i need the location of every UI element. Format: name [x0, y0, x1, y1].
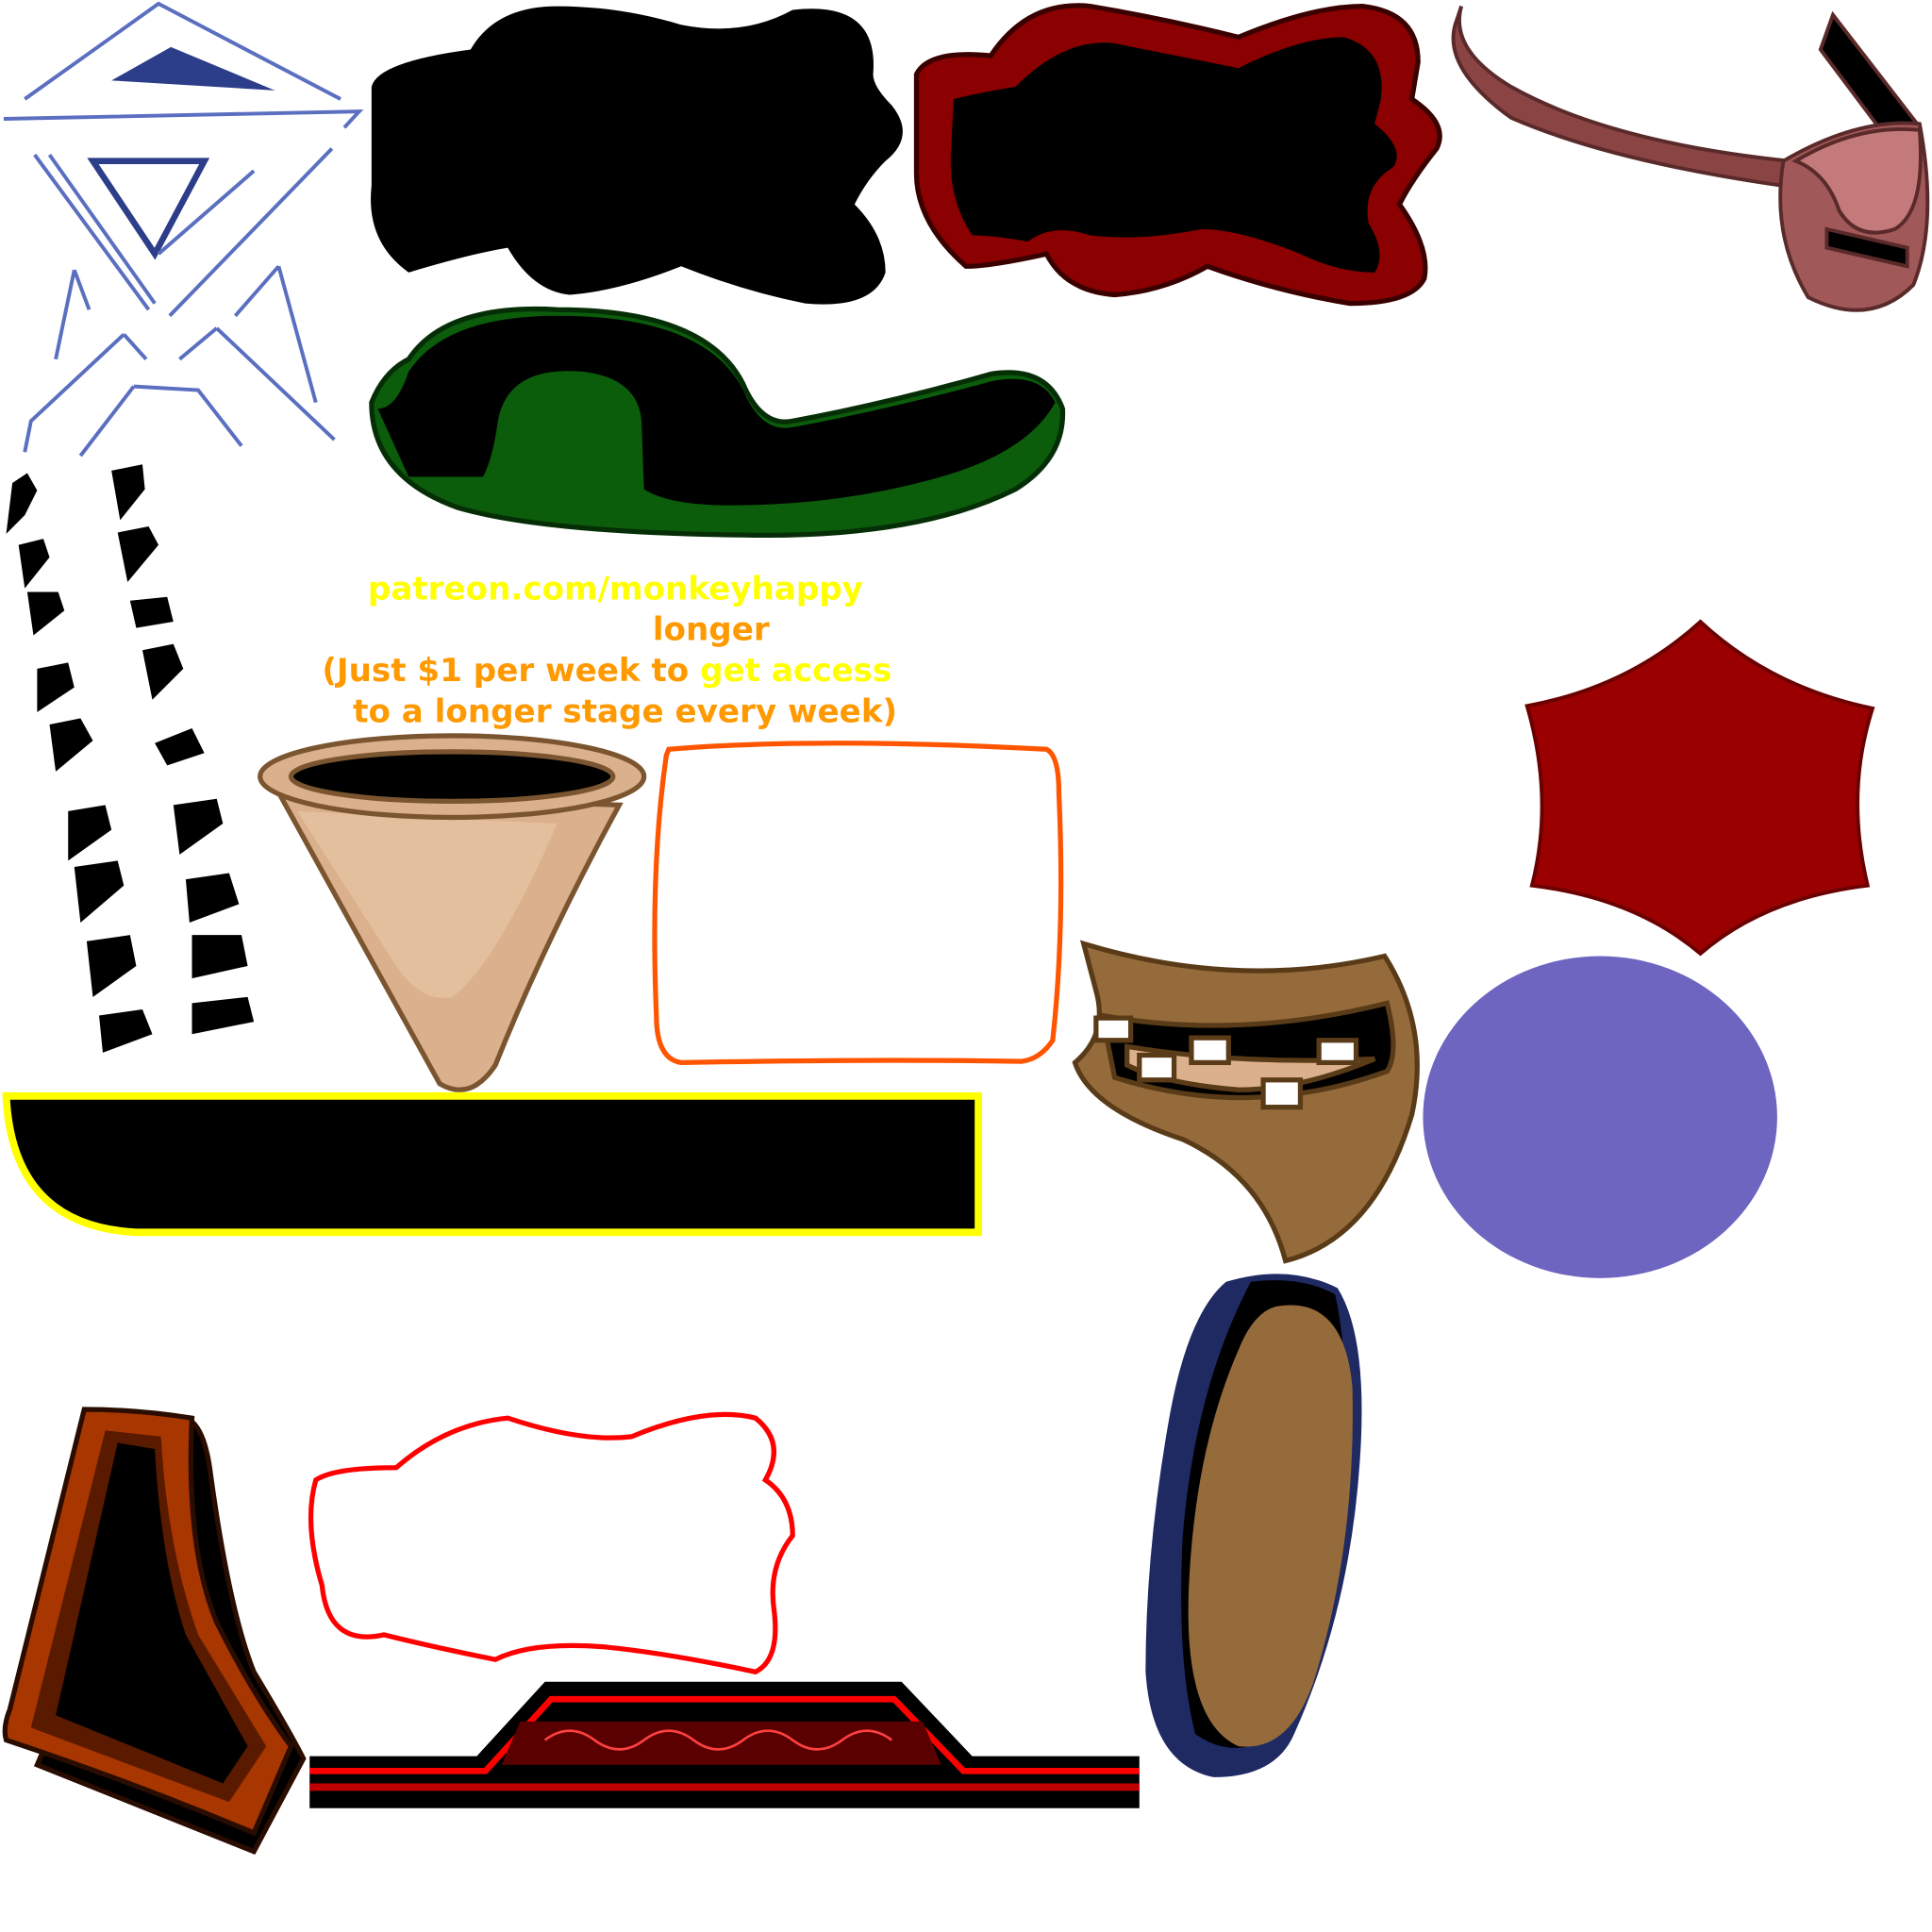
- promo-line-1: patreon.com/monkeyhappy: [368, 570, 863, 608]
- eyepatch-sprite: [1451, 5, 1930, 312]
- promo-line-3a: (Just $1 per week to: [322, 652, 700, 690]
- blue-crystal-lines-sprite: [3, 1, 364, 458]
- mouth-teeth-sprite: [1072, 940, 1420, 1264]
- footprints-sprite: [6, 464, 255, 1053]
- patreon-promo-text: patreon.com/monkeyhappy longer (Just $1 …: [322, 570, 897, 730]
- promo-line-2: longer: [653, 611, 770, 649]
- red-frame-inner: [950, 37, 1397, 273]
- black-bar-sprite: [2, 1091, 983, 1237]
- promo-line-3: (Just $1 per week to get access: [322, 652, 891, 690]
- orange-frame-sprite: [652, 741, 1064, 1066]
- red-star-sprite: [1524, 619, 1875, 957]
- red-outline-cloud-sprite: [308, 1411, 795, 1675]
- promo-line-4b: every week): [675, 692, 898, 730]
- black-blob-sprite: [371, 6, 903, 305]
- promo-line-4a: to a longer stage: [353, 692, 675, 730]
- capsule-sprite: [1145, 1274, 1362, 1777]
- ornate-red-bar-sprite: [309, 1681, 1140, 1808]
- promo-line-3b: get access: [700, 652, 891, 690]
- green-hat-sprite: [369, 306, 1066, 539]
- cone-cup-sprite: [258, 733, 647, 1092]
- rust-frame-sprite: [2, 1407, 307, 1855]
- promo-line-4: to a longer stage every week): [353, 692, 897, 730]
- purple-oval-sprite: [1423, 956, 1777, 1278]
